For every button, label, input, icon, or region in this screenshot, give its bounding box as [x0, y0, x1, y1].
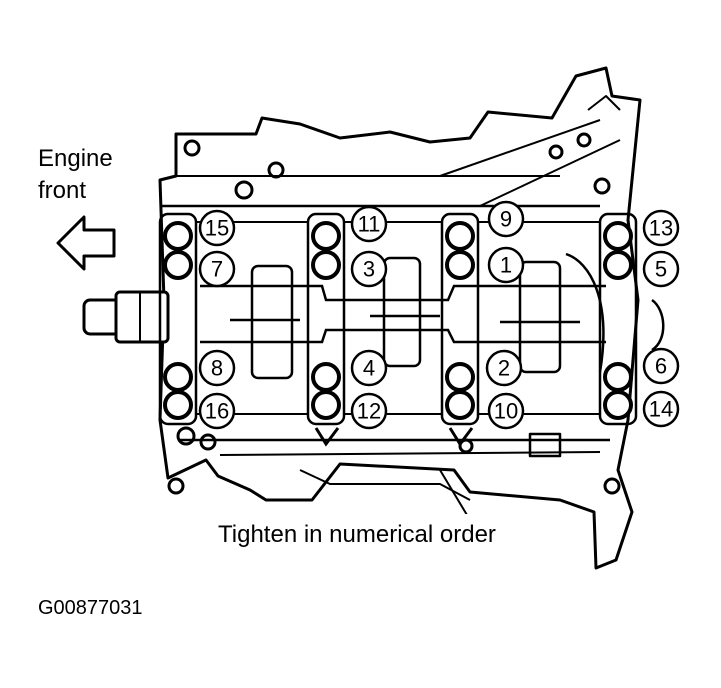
bolt-hole: [311, 221, 341, 251]
bolt-label-2: 2: [485, 349, 523, 387]
bolt-hole: [445, 250, 475, 280]
bolt-number: 13: [649, 216, 673, 241]
bolt-holes: [163, 221, 633, 420]
bolt-hole: [603, 250, 633, 280]
bolt-number: 10: [494, 399, 518, 424]
bolt-number: 8: [211, 356, 223, 381]
bolt-number: 4: [363, 356, 375, 381]
bolt-hole: [163, 250, 193, 280]
bolt-label-5: 5: [642, 250, 680, 288]
bolt-number: 3: [363, 257, 375, 282]
bolt-label-9: 9: [487, 200, 525, 238]
engine-block: [158, 66, 665, 570]
crankshaft: [200, 252, 606, 380]
bolt-hole: [311, 250, 341, 280]
bolt-hole: [163, 362, 193, 392]
bolt-number: 2: [498, 356, 510, 381]
bolt-number: 1: [500, 253, 512, 278]
front-direction-arrow: [56, 215, 116, 271]
engine-front-label-line2: front: [38, 177, 86, 204]
bolt-label-8: 8: [198, 349, 236, 387]
bolt-number: 15: [205, 216, 229, 241]
bolt-number: 16: [205, 399, 229, 424]
bolt-number: 11: [358, 212, 381, 237]
bolt-number: 7: [211, 257, 223, 282]
bolt-sequence-labels: 15 7 8 16 11 3 4 12: [198, 200, 680, 430]
bolt-label-7: 7: [198, 250, 236, 288]
bolt-label-11: 11: [350, 205, 388, 243]
bolt-hole: [163, 390, 193, 420]
bolt-hole: [311, 390, 341, 420]
bolt-label-1: 1: [487, 246, 525, 284]
bearing-caps: [158, 212, 638, 447]
instruction-label: Tighten in numerical order: [218, 521, 496, 548]
engine-front-label-line1: Engine: [38, 145, 113, 172]
bolt-label-3: 3: [350, 250, 388, 288]
figure-id: G00877031: [38, 597, 143, 619]
bolt-hole: [603, 362, 633, 392]
bolt-label-6: 6: [642, 347, 680, 385]
bolt-label-15: 15: [198, 209, 236, 247]
bolt-number: 5: [655, 257, 667, 282]
bolt-number: 9: [500, 207, 512, 232]
bolt-label-10: 10: [487, 392, 525, 430]
bolt-hole: [603, 221, 633, 251]
bolt-hole: [311, 362, 341, 392]
instruction-label-bg: [210, 514, 590, 550]
bolt-hole: [603, 390, 633, 420]
bolt-label-16: 16: [198, 392, 236, 430]
bolt-hole: [445, 390, 475, 420]
bolt-hole: [445, 221, 475, 251]
bolt-number: 6: [655, 354, 667, 379]
bolt-number: 14: [649, 397, 673, 422]
bolt-hole: [163, 221, 193, 251]
bolt-label-14: 14: [642, 390, 680, 428]
bolt-label-12: 12: [350, 392, 388, 430]
bolt-label-4: 4: [350, 349, 388, 387]
bolt-hole: [445, 362, 475, 392]
bolt-number: 12: [357, 399, 381, 424]
bolt-label-13: 13: [642, 209, 680, 247]
crankshaft-nose: [82, 290, 170, 344]
